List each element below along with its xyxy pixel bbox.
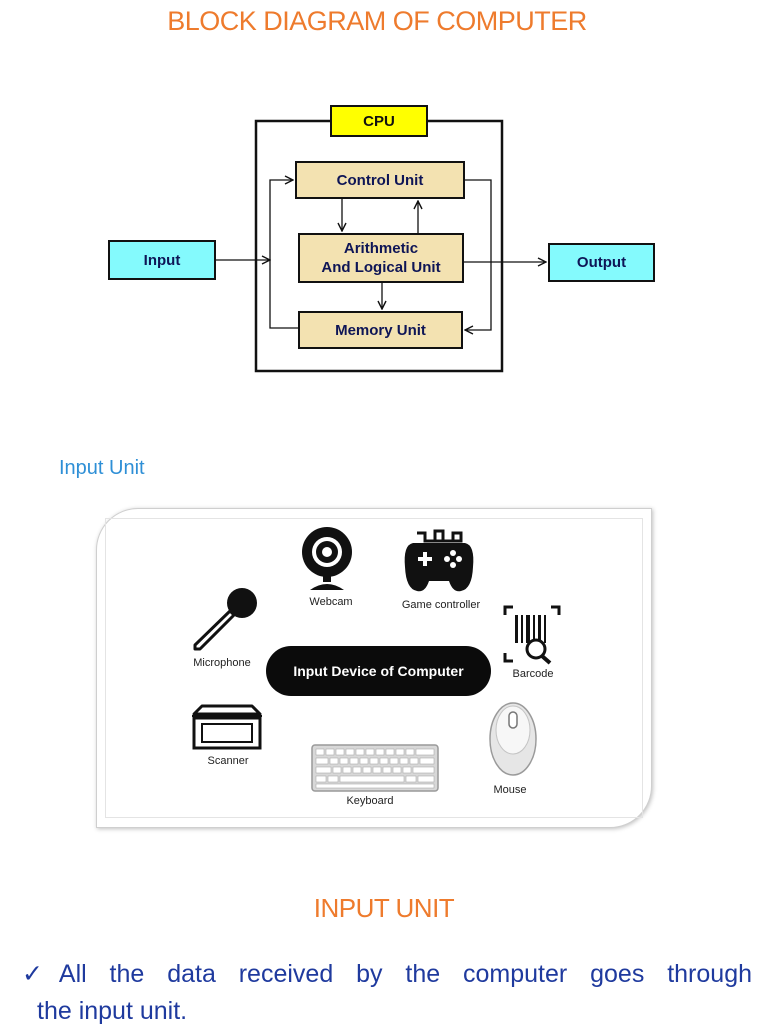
mouse-icon	[489, 702, 537, 776]
card-inner-frame	[105, 518, 643, 818]
input-block: Input	[108, 240, 216, 280]
webcam-icon	[302, 527, 352, 590]
check-icon: ✓	[22, 960, 59, 988]
device-label-webcam: Webcam	[309, 596, 353, 608]
alu-label-line1: Arithmetic	[343, 240, 419, 257]
device-label-scanner: Scanner	[207, 755, 249, 767]
control-unit-block: Control Unit	[295, 161, 465, 199]
keyboard-icon	[311, 744, 439, 792]
memory-unit-block: Memory Unit	[298, 311, 463, 349]
microphone-icon	[193, 588, 257, 651]
scanner-icon	[192, 704, 262, 750]
device-label-barcode: Barcode	[512, 668, 554, 680]
bullet-text-line-1: All the data received by the computer go…	[58, 960, 753, 988]
page-title: BLOCK DIAGRAM OF COMPUTER	[167, 6, 587, 36]
game-controller-icon	[404, 529, 474, 592]
device-label-microphone: Microphone	[193, 657, 251, 669]
output-block: Output	[548, 243, 655, 282]
device-label-game-controller: Game controller	[401, 599, 481, 611]
block-diagram: CPU Control Unit Arithmetic And Logical …	[100, 100, 670, 385]
loop-memory-to-control	[269, 180, 298, 329]
bullet-text-line-2: the input unit.	[37, 997, 188, 1025]
alu-block: Arithmetic And Logical Unit	[298, 233, 464, 283]
device-label-keyboard: Keyboard	[346, 795, 394, 807]
input-unit-heading: INPUT UNIT	[313, 893, 455, 923]
cpu-label: CPU	[330, 105, 428, 137]
bullet-point: ✓All the data received by the computer g…	[22, 956, 752, 1030]
bullet-line-1: ✓All the data received by the computer g…	[22, 956, 752, 993]
device-label-mouse: Mouse	[493, 784, 527, 796]
loop-control-to-memory	[465, 179, 492, 330]
section-heading: Input Unit	[59, 457, 145, 479]
alu-label-line2: And Logical Unit	[321, 259, 441, 276]
input-devices-center-label: Input Device of Computer	[266, 646, 491, 696]
barcode-icon	[503, 605, 561, 665]
